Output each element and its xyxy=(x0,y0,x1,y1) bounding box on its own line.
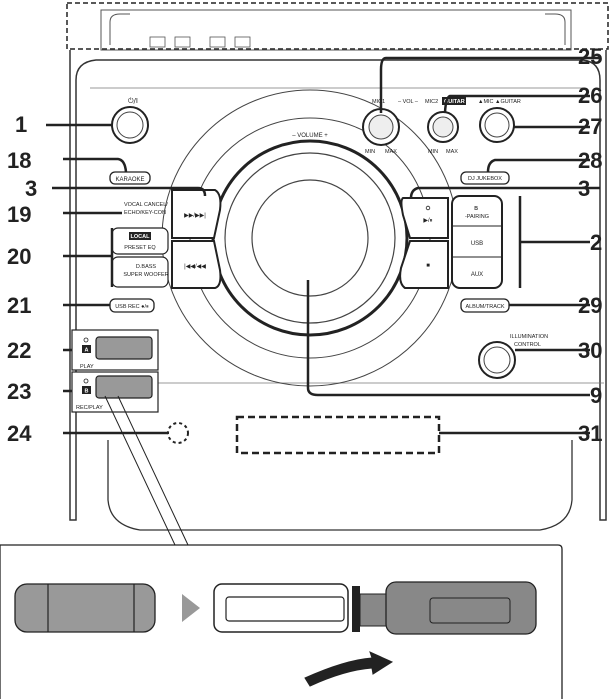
dj-jukebox-button[interactable]: DJ JUKEBOX xyxy=(460,171,510,185)
mic1-min-label: MIN xyxy=(365,149,375,155)
illumination-label: ILLUMINATION xyxy=(510,334,548,340)
guitar-label: GUITAR xyxy=(444,99,465,105)
dj-jukebox-label: DJ JUKEBOX xyxy=(468,176,502,182)
mic1-label: MIC1 xyxy=(372,99,385,105)
callout-22: 22 xyxy=(7,338,31,363)
dbass-label: D.BASS xyxy=(136,264,157,270)
callout-lines xyxy=(46,56,600,435)
usb-rec-button[interactable]: USB REC ●/⏸ xyxy=(109,298,155,313)
echo-key-con-label: ECHO/KEY-CON xyxy=(124,210,166,216)
power-icon: ⏻/I xyxy=(128,97,138,105)
usb-port-closeup xyxy=(213,583,349,633)
mic-guitar-jack[interactable]: ▲MIC ▲GUITAR xyxy=(478,99,521,143)
callout-27: 27 xyxy=(578,114,602,139)
usb-flash-drive xyxy=(14,583,156,633)
display-window xyxy=(235,415,441,455)
usb-insertion-inset xyxy=(0,544,563,699)
callout-3-left: 3 xyxy=(25,176,37,201)
inserted-usb-drive xyxy=(352,581,537,635)
callout-18: 18 xyxy=(7,148,31,173)
usb-rec-label: USB REC ●/⏸ xyxy=(115,304,149,310)
preset-eq-button[interactable]: LOCAL PRESET EQ xyxy=(111,227,169,255)
callout-24: 24 xyxy=(7,421,32,446)
port-b-label: B xyxy=(85,389,89,395)
illumination-control-knob[interactable]: ILLUMINATION CONTROL xyxy=(478,334,548,379)
vocal-cancel-echo-button[interactable]: VOCAL CANCEL/ ECHO/KEY-CON xyxy=(124,202,168,216)
callout-28: 28 xyxy=(578,148,602,173)
callout-20: 20 xyxy=(7,244,31,269)
mic1-max-label: MAX xyxy=(385,149,397,155)
karaoke-button[interactable]: KARAOKE xyxy=(109,171,151,185)
callout-3-right: 3 xyxy=(578,176,590,201)
usb-port-a[interactable]: A PLAY xyxy=(71,329,159,371)
karaoke-label: KARAOKE xyxy=(115,177,144,183)
power-button[interactable]: ⏻/I xyxy=(111,97,149,144)
skip-buttons-left[interactable]: ▶▶/▶▶| |◀◀/◀◀ xyxy=(171,189,222,289)
pairing-label: -PAIRING xyxy=(465,214,489,220)
control-label: CONTROL xyxy=(514,342,541,348)
album-track-button[interactable]: ALBUM/TRACK xyxy=(460,298,510,313)
usb-label: USB xyxy=(471,241,483,247)
skip-back-icon: |◀◀/◀◀ xyxy=(184,264,206,270)
aux-label: AUX xyxy=(471,272,483,278)
port-b-rec-play-label: REC/PLAY xyxy=(76,405,103,411)
callout-29: 29 xyxy=(578,293,602,318)
arrow-right-icon xyxy=(182,594,200,622)
remote-sensor xyxy=(167,422,189,444)
port-a-label: A xyxy=(85,348,89,354)
album-track-label: ALBUM/TRACK xyxy=(465,304,504,310)
mic2-label: MIC2 xyxy=(425,99,438,105)
mic1-volume-knob[interactable]: MIN MAX MIC1 xyxy=(362,99,400,155)
callout-25: 25 xyxy=(578,44,602,69)
callout-2: 2 xyxy=(590,230,602,255)
bluetooth-icon: ʙ xyxy=(474,204,478,212)
play-stop-buttons[interactable]: ▶/⏸ ■ xyxy=(399,197,449,289)
stop-icon: ■ xyxy=(426,263,430,269)
source-buttons[interactable]: ʙ -PAIRING USB AUX xyxy=(451,195,503,289)
local-label: LOCAL xyxy=(131,234,151,240)
callout-21: 21 xyxy=(7,293,31,318)
callout-1: 1 xyxy=(15,112,27,137)
port-a-play-label: PLAY xyxy=(80,364,94,370)
callout-31: 31 xyxy=(578,421,602,446)
mic-guitar-label: ▲MIC ▲GUITAR xyxy=(478,99,521,105)
skip-forward-icon: ▶▶/▶▶| xyxy=(184,213,206,219)
preset-eq-label: PRESET EQ xyxy=(124,245,156,251)
vol-label: – VOL – xyxy=(398,99,419,105)
super-woofer-label: SUPER WOOFER xyxy=(123,272,168,278)
top-disc-area xyxy=(66,2,609,51)
curved-arrow-icon xyxy=(304,651,394,687)
callout-30: 30 xyxy=(578,338,602,363)
callout-23: 23 xyxy=(7,379,31,404)
mic2-volume-knob[interactable]: MIC2 GUITAR MIN MAX xyxy=(425,97,466,155)
vocal-cancel-label: VOCAL CANCEL/ xyxy=(124,202,168,208)
usb-port-b[interactable]: B REC/PLAY xyxy=(71,371,159,413)
play-pause-icon: ▶/⏸ xyxy=(423,218,432,224)
callout-9: 9 xyxy=(590,383,602,408)
dbass-button[interactable]: D.BASS SUPER WOOFER xyxy=(111,256,169,288)
volume-label: – VOLUME + xyxy=(292,133,328,139)
callout-26: 26 xyxy=(578,83,602,108)
mic2-min-label: MIN xyxy=(428,149,438,155)
mic2-max-label: MAX xyxy=(446,149,458,155)
callout-19: 19 xyxy=(7,202,31,227)
